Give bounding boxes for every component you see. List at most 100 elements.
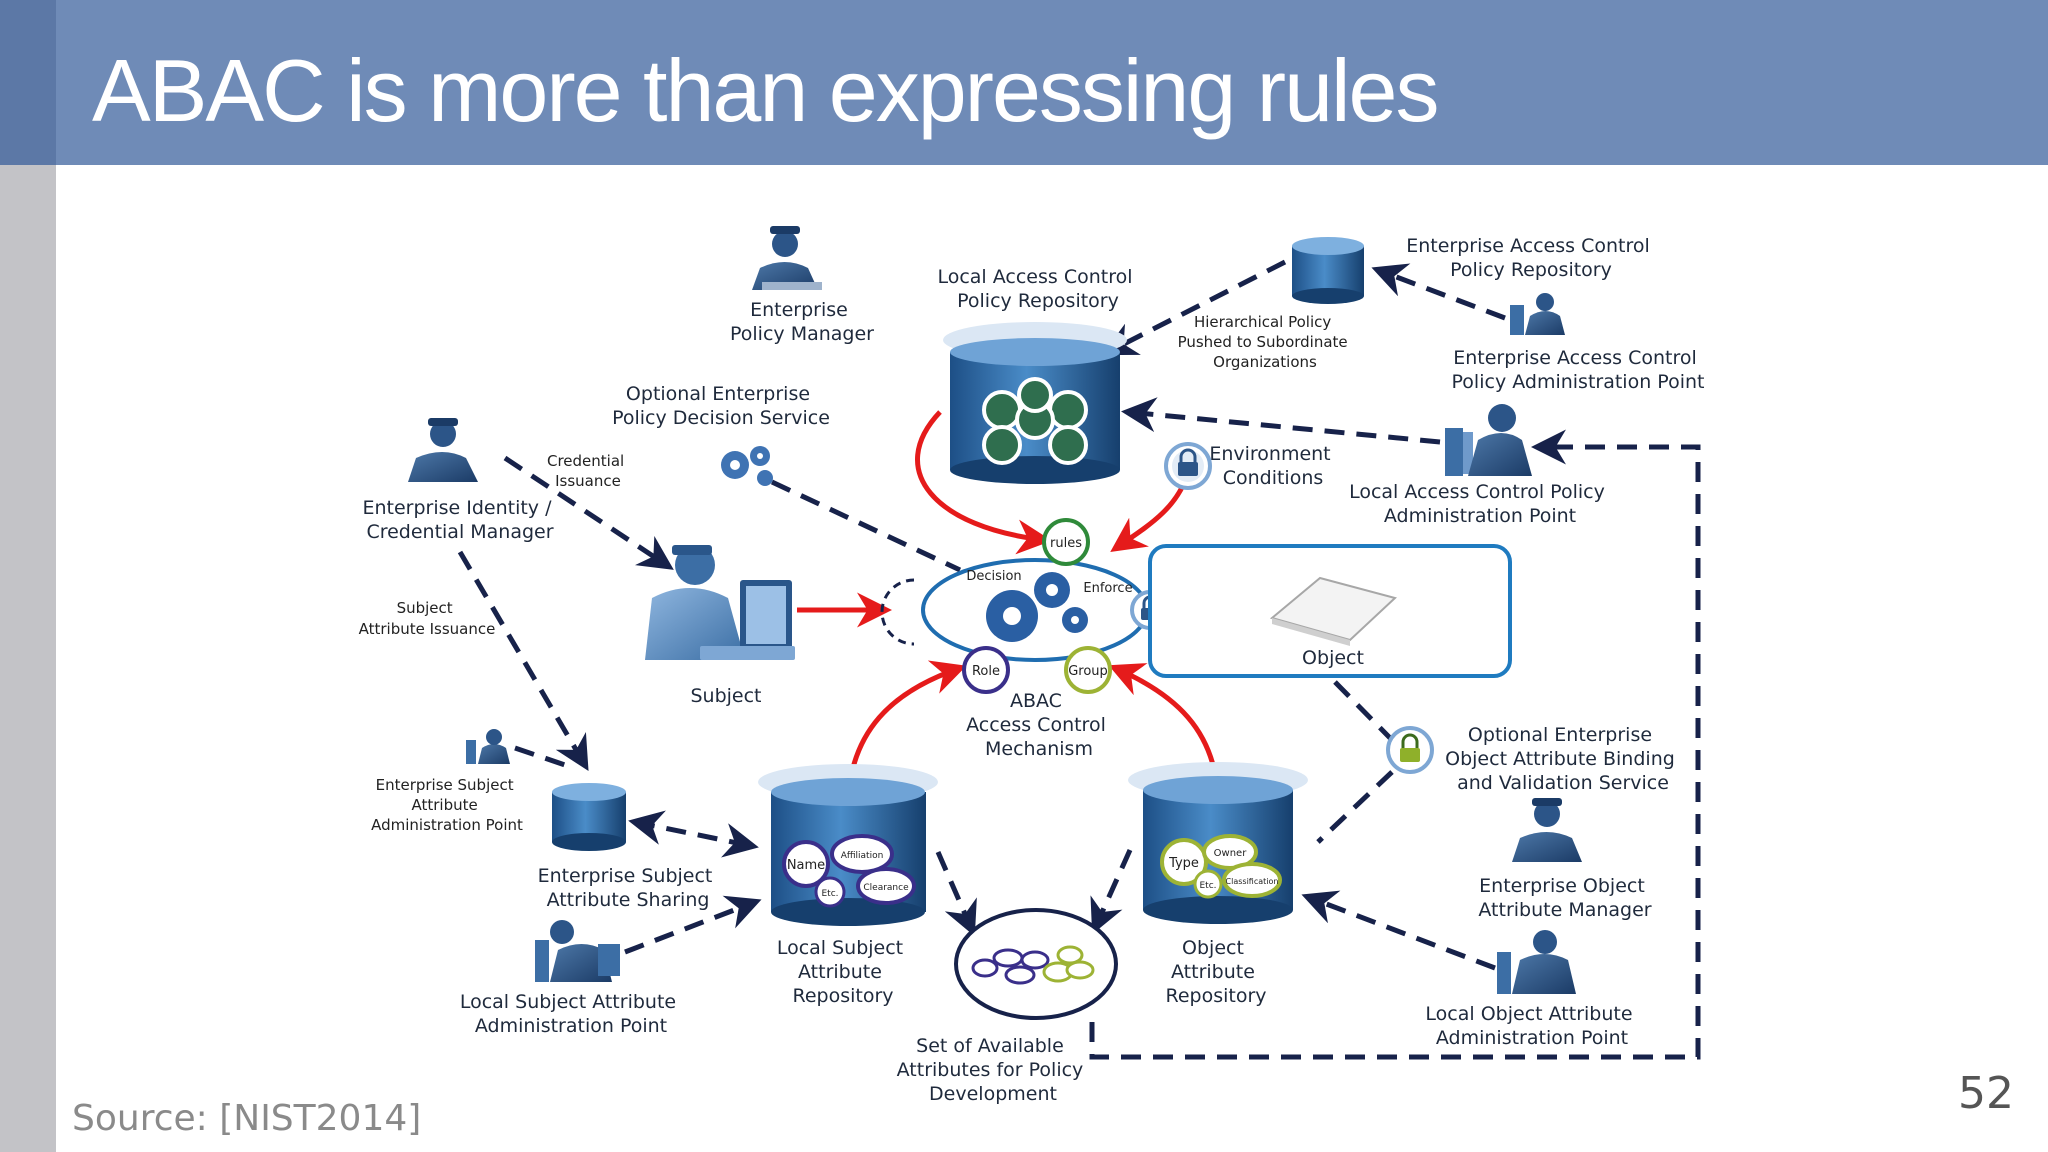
attribute-bubbles — [971, 945, 1095, 985]
label-clearance-attr: Clearance — [863, 883, 909, 893]
label-ent-subject-admin-1: Enterprise Subject — [376, 776, 514, 794]
slide-title: ABAC is more than expressing rules — [92, 41, 1439, 140]
optional-policy-decision-service: Optional Enterprise Policy Decision Serv… — [612, 383, 830, 486]
label-optional-binding-1: Optional Enterprise — [1468, 724, 1652, 746]
label-optional-pds-1: Optional Enterprise — [626, 383, 810, 405]
label-affiliation-attr: Affiliation — [841, 851, 884, 861]
local-subject-attr-repository: Name Affiliation Etc. Clearance Local Su… — [758, 764, 938, 1007]
label-rules: rules — [1050, 536, 1082, 551]
label-enforce: Enforce — [1083, 581, 1132, 596]
person-at-computer-icon — [535, 920, 620, 982]
person-at-computer-icon — [645, 545, 795, 660]
person-at-computer-icon — [466, 729, 510, 764]
connector-credential-issuance — [503, 455, 674, 570]
label-etc-object-attr: Etc. — [1199, 881, 1216, 891]
label-optional-binding-3: and Validation Service — [1457, 772, 1669, 794]
label-set-of-attrs-3: Development — [929, 1083, 1057, 1105]
object-attribute-bubbles: Type Owner Etc. Classification — [1160, 834, 1282, 899]
label-optional-binding-2: Object Attribute Binding — [1445, 748, 1675, 770]
label-ent-subject-sharing-1: Enterprise Subject — [538, 865, 713, 887]
connector-ent-admin-to-ent-repo — [1371, 263, 1506, 321]
label-ent-acp-repo-2: Policy Repository — [1450, 259, 1612, 281]
ent-object-attr-manager: Enterprise Object Attribute Manager — [1478, 798, 1652, 921]
connector-feedback-loop — [1089, 429, 1701, 1060]
label-type-attr: Type — [1168, 856, 1199, 871]
subject-attribute-bubbles: Name Affiliation Etc. Clearance — [782, 834, 916, 908]
label-local-subject-repo-2: Attribute — [798, 961, 882, 983]
local-acp-repository: Local Access Control Policy Repository — [937, 266, 1133, 484]
label-local-subject-repo-3: Repository — [792, 985, 893, 1007]
label-ent-object-manager-1: Enterprise Object — [1479, 875, 1645, 897]
label-classification-attr: Classification — [1226, 877, 1279, 886]
label-local-subject-admin-1: Local Subject Attribute — [460, 991, 676, 1013]
label-hierarchical-2: Pushed to Subordinate — [1178, 333, 1348, 351]
connector-pds-to-mechanism — [770, 479, 962, 573]
label-subject-attr-issuance-1: Subject — [397, 599, 453, 617]
connector-attribute-sharing — [628, 810, 759, 858]
label-optional-pds-2: Policy Decision Service — [612, 407, 830, 429]
label-local-object-admin-2: Administration Point — [1436, 1027, 1628, 1049]
label-object: Object — [1302, 647, 1364, 669]
label-etc-attr: Etc. — [821, 889, 838, 899]
connector-ent-subject-admin-to-db — [514, 745, 569, 769]
set-of-available-attributes: Set of Available Attributes for Policy D… — [897, 908, 1118, 1105]
gears-icon — [986, 572, 1088, 642]
page-number: 52 — [1958, 1068, 2014, 1119]
label-environment-2: Conditions — [1223, 467, 1324, 489]
person-at-computer-icon — [1445, 404, 1532, 476]
label-local-subject-admin-2: Administration Point — [475, 1015, 667, 1037]
connector-subject-repo-to-set — [935, 851, 977, 937]
connector-object-repo-to-set — [1090, 848, 1133, 935]
label-local-acp-admin-1: Local Access Control Policy — [1349, 481, 1605, 503]
optional-binding-service: Optional Enterprise Object Attribute Bin… — [1386, 724, 1681, 794]
label-ent-acp-repo-1: Enterprise Access Control — [1406, 235, 1650, 257]
connector-local-subject-admin — [624, 895, 762, 955]
enterprise-acp-repository: Enterprise Access Control Policy Reposit… — [1292, 235, 1650, 304]
label-hierarchical-3: Organizations — [1213, 353, 1317, 371]
lock-icon — [1178, 448, 1198, 476]
label-local-subject-repo-1: Local Subject — [777, 937, 903, 959]
label-enterprise-identity-2: Credential Manager — [366, 521, 553, 543]
connector-local-admin-to-local-repo — [1121, 397, 1441, 445]
person-at-computer-icon — [1510, 293, 1565, 335]
svg-text:Local Subject Attribute: Local Subject Attribute Administration P… — [460, 991, 682, 1037]
policy-rule-bubbles — [982, 377, 1088, 465]
object: Object — [1148, 544, 1512, 678]
connector-object-to-binding — [1333, 680, 1394, 742]
svg-text:Enterprise Identity / Cr: Enterprise Identity / Credential Manager — [362, 497, 557, 543]
svg-text:Optional Enterprise Poli: Optional Enterprise Policy Decision Serv… — [612, 383, 830, 429]
label-local-acp-repo-1: Local Access Control — [937, 266, 1132, 288]
connector-hierarchical-policy — [1101, 259, 1287, 356]
label-credential-issuance-2: Issuance — [555, 472, 621, 490]
label-local-object-admin-1: Local Object Attribute — [1425, 1003, 1632, 1025]
label-group: Group — [1068, 664, 1108, 679]
lock-icon — [1400, 733, 1420, 762]
flow-policy-to-mechanism — [915, 410, 1052, 555]
person-icon — [752, 226, 822, 290]
left-accent-bar — [0, 0, 56, 1152]
ent-subject-attr-sharing: Enterprise Subject Attribute Sharing — [538, 783, 713, 911]
hierarchical-policy-label: Hierarchical Policy Pushed to Subordinat… — [1178, 313, 1353, 371]
label-hierarchical-1: Hierarchical Policy — [1194, 313, 1331, 331]
label-set-of-attrs-1: Set of Available — [916, 1035, 1064, 1057]
label-set-of-attrs-2: Attributes for Policy — [897, 1059, 1084, 1081]
svg-text:Enterprise Policy Manag: Enterprise Policy Manager — [730, 299, 874, 345]
local-object-attr-admin-point: Local Object Attribute Administration Po… — [1425, 930, 1633, 1049]
svg-text:Optional Enterprise Obje: Optional Enterprise Object Attribute Bin… — [1445, 724, 1681, 794]
subject: Subject — [645, 545, 795, 707]
svg-text:Enterprise Access Control: Enterprise Access Control Policy Adminis… — [1452, 347, 1705, 393]
local-subject-attr-admin-point: Local Subject Attribute Administration P… — [460, 920, 682, 1037]
connector-subject-attr-issuance — [457, 550, 589, 772]
label-local-acp-admin-2: Administration Point — [1384, 505, 1576, 527]
object-attr-repository: Type Owner Etc. Classification Object At… — [1128, 762, 1308, 1007]
title-bar — [56, 0, 2048, 165]
label-local-acp-repo-2: Policy Repository — [957, 290, 1119, 312]
svg-text:Credential Issuance: Credential Issuance — [547, 452, 629, 490]
svg-text:Environment Conditions: Environment Conditions — [1209, 443, 1336, 489]
label-name-attr: Name — [787, 858, 825, 873]
svg-text:Set of Available Attribu: Set of Available Attributes for Policy D… — [897, 1035, 1090, 1105]
label-ent-subject-admin-2: Attribute — [411, 796, 477, 814]
local-acp-admin-point: Local Access Control Policy Administrati… — [1349, 404, 1605, 527]
document-icon — [1269, 576, 1398, 646]
